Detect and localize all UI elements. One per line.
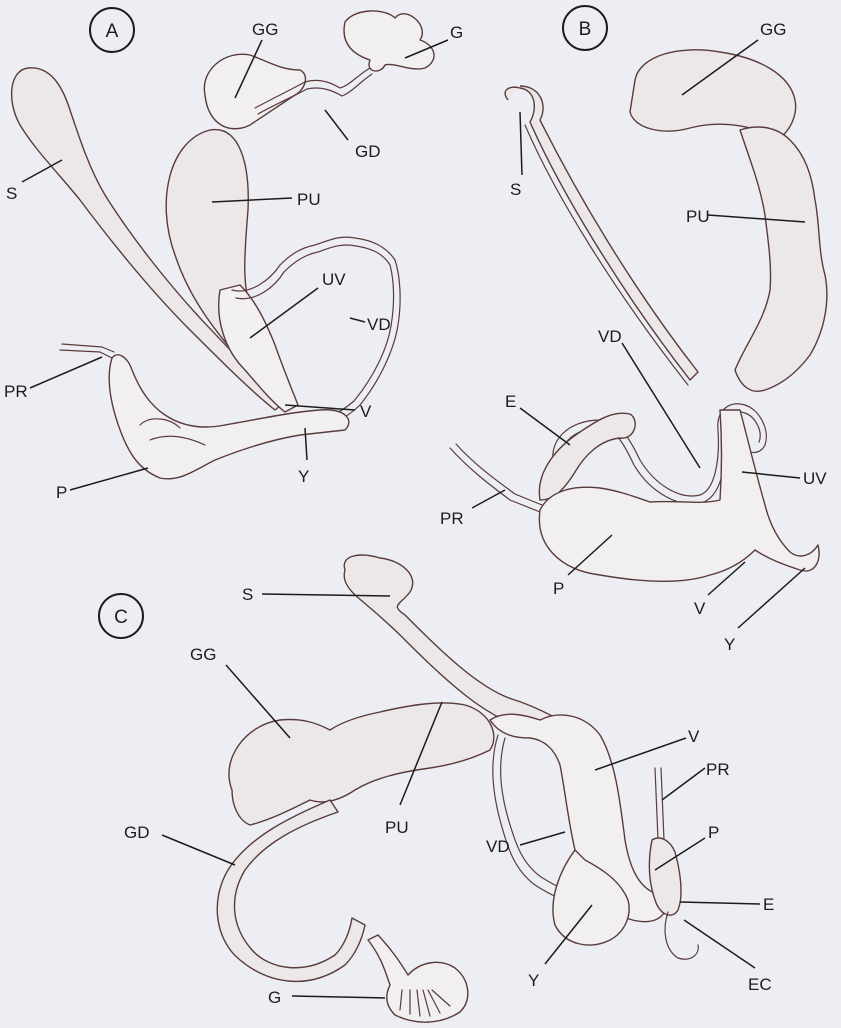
c-label-gd: GD	[124, 823, 150, 842]
a-label-y: Y	[298, 467, 309, 486]
c-leader-pr	[662, 768, 705, 800]
a-leader-vd	[350, 318, 365, 322]
b-label-uv: UV	[803, 469, 827, 488]
c-label-v: V	[688, 727, 700, 746]
c-leader-ec	[684, 920, 755, 968]
b-label-pr: PR	[440, 509, 464, 528]
a-label-v: V	[360, 402, 372, 421]
a-leader-gd	[325, 110, 348, 140]
c-label-s: S	[242, 585, 253, 604]
a-label-pr: PR	[4, 382, 28, 401]
b-label-gg: GG	[760, 20, 786, 39]
a-label-p: P	[56, 483, 67, 502]
panel-c-letter: C	[114, 607, 128, 628]
a-label-gg: GG	[252, 20, 278, 39]
panel-a: A GG	[4, 8, 463, 502]
c-label-y: Y	[528, 971, 539, 990]
a-albumen-gland	[204, 54, 305, 129]
a-penis	[109, 355, 349, 479]
b-label-y: Y	[724, 635, 735, 654]
b-label-p: P	[553, 579, 564, 598]
a-leader-pr	[30, 357, 102, 388]
c-label-vd: VD	[486, 837, 510, 856]
c-gonad-duct	[217, 800, 365, 981]
c-leader-vd	[520, 832, 565, 845]
a-label-gd: GD	[355, 142, 381, 161]
a-penial-retractor	[60, 350, 112, 358]
panel-c: C	[99, 555, 774, 1022]
c-leader-g	[292, 996, 385, 998]
a-label-g: G	[450, 23, 463, 42]
c-leader-e	[680, 902, 760, 904]
b-albumen-gland	[630, 50, 796, 138]
a-leader-p	[70, 468, 148, 490]
b-leader-y	[738, 568, 805, 628]
b-label-vd: VD	[598, 327, 622, 346]
b-leader-s	[520, 112, 522, 175]
b-leader-pr	[472, 490, 505, 508]
panel-b: B GG S PU VD E UV	[440, 6, 827, 654]
c-penial-retractor	[655, 768, 658, 840]
a-leader-v	[285, 405, 355, 410]
a-label-vd: VD	[367, 315, 391, 334]
c-label-g: G	[268, 988, 281, 1007]
b-label-s: S	[510, 180, 521, 199]
b-label-pu: PU	[686, 207, 710, 226]
a-label-s: S	[6, 184, 17, 203]
b-prostate-uterus	[735, 127, 827, 391]
c-albumen-gland	[229, 703, 494, 825]
c-gonad	[368, 935, 468, 1022]
b-penial-retractor	[450, 448, 540, 512]
c-label-p: P	[708, 823, 719, 842]
c-leader-gd	[162, 835, 235, 865]
a-label-pu: PU	[297, 190, 321, 209]
b-label-e: E	[505, 392, 516, 411]
c-label-pu: PU	[385, 818, 409, 837]
c-label-pr: PR	[706, 760, 730, 779]
c-epiphallic-caecum	[665, 912, 698, 959]
b-label-v: V	[694, 599, 706, 618]
c-label-gg: GG	[190, 645, 216, 664]
b-leader-e	[520, 408, 570, 445]
panel-a-letter: A	[106, 21, 119, 42]
panel-b-letter: B	[579, 19, 592, 40]
c-label-ec: EC	[748, 975, 772, 994]
c-label-e: E	[763, 895, 774, 914]
a-label-uv: UV	[322, 270, 346, 289]
a-gonad	[344, 11, 434, 71]
